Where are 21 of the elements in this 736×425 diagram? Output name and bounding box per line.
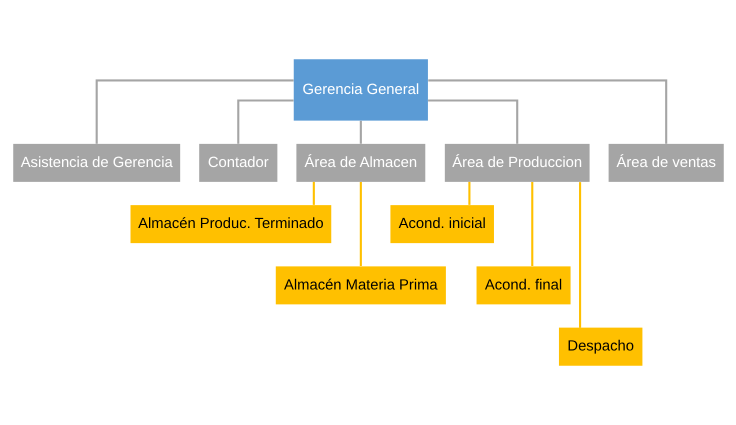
node-box: Área de Produccion	[444, 144, 590, 182]
node-box: Gerencia General	[293, 59, 428, 121]
node-box: Acond. inicial	[390, 205, 494, 244]
node-box: Área de Almacen	[296, 144, 425, 182]
connector	[359, 182, 362, 266]
connector	[359, 120, 362, 144]
connector	[530, 182, 533, 266]
connector	[428, 99, 518, 144]
node-box: Almacén Produc. Terminado	[130, 205, 331, 244]
node-box: Despacho	[558, 328, 642, 366]
connector	[236, 99, 293, 144]
connector	[95, 79, 293, 144]
connector	[428, 79, 667, 144]
node-box: Almacén Materia Prima	[275, 266, 446, 304]
node-box: Asistencia de Gerencia	[12, 144, 180, 182]
node-box: Acond. final	[476, 266, 570, 304]
connector	[578, 182, 581, 328]
connector	[468, 182, 470, 205]
connector	[312, 182, 314, 205]
node-box: Área de ventas	[608, 144, 724, 182]
node-box: Contador	[198, 144, 277, 182]
